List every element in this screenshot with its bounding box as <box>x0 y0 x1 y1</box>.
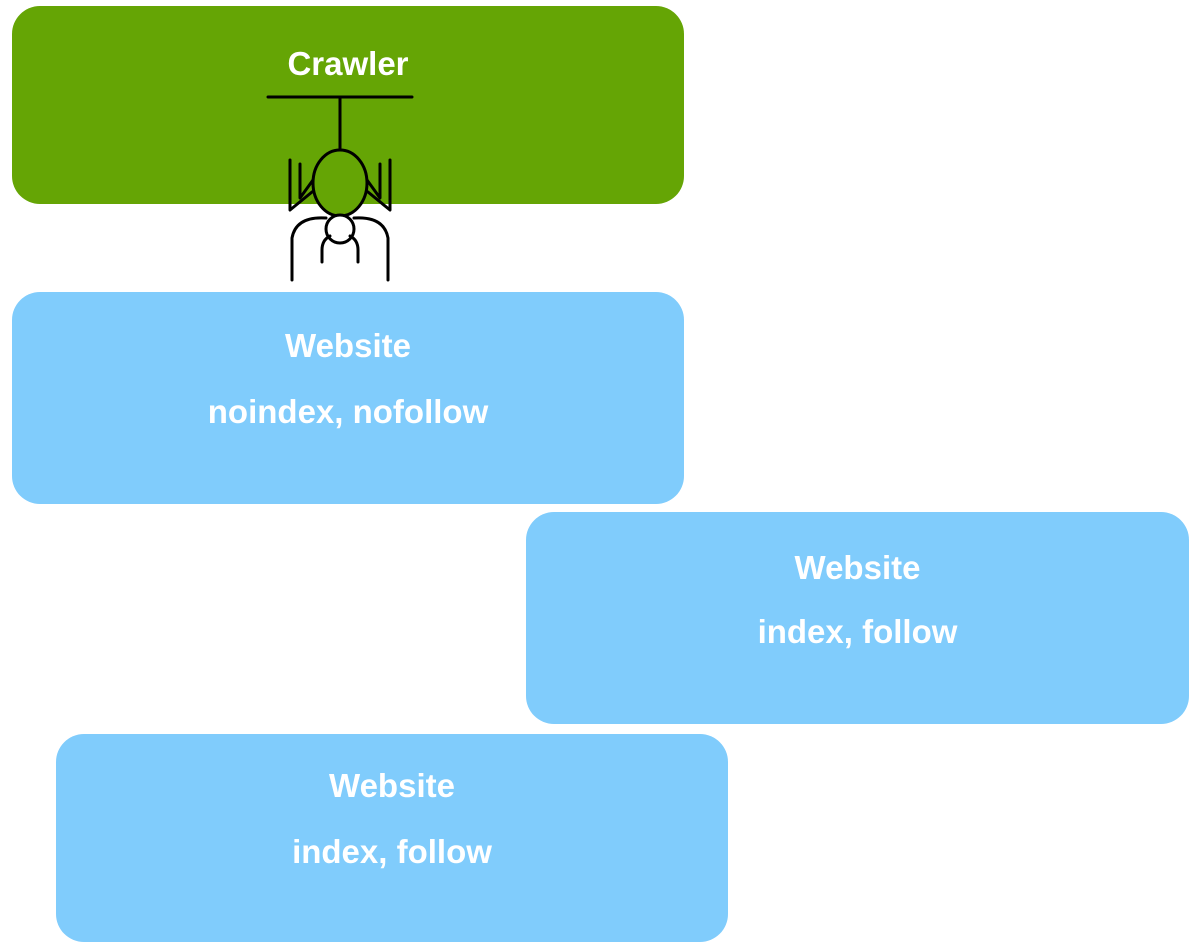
spider-head <box>324 213 356 245</box>
website-title: Website <box>285 327 411 364</box>
spider-leg-lower-right-inner <box>348 234 360 264</box>
website-box-index-follow-right: Website index, follow <box>526 512 1189 724</box>
website-title: Website <box>794 549 921 586</box>
website-robots-directive: index, follow <box>292 833 492 870</box>
spider-leg-lower-left-inner <box>320 234 332 264</box>
website-box-index-follow-bottom: Website index, follow <box>56 734 728 942</box>
website-title: Website <box>329 767 455 804</box>
crawler-box: Crawler <box>12 6 684 204</box>
spider-leg-lower-right-outer <box>352 216 390 282</box>
spider-leg-lower-left-outer <box>290 216 328 282</box>
website-robots-directive: index, follow <box>757 613 958 650</box>
website-box-noindex-nofollow: Website noindex, nofollow <box>12 292 684 504</box>
crawler-title: Crawler <box>287 45 409 82</box>
website-robots-directive: noindex, nofollow <box>207 393 489 430</box>
